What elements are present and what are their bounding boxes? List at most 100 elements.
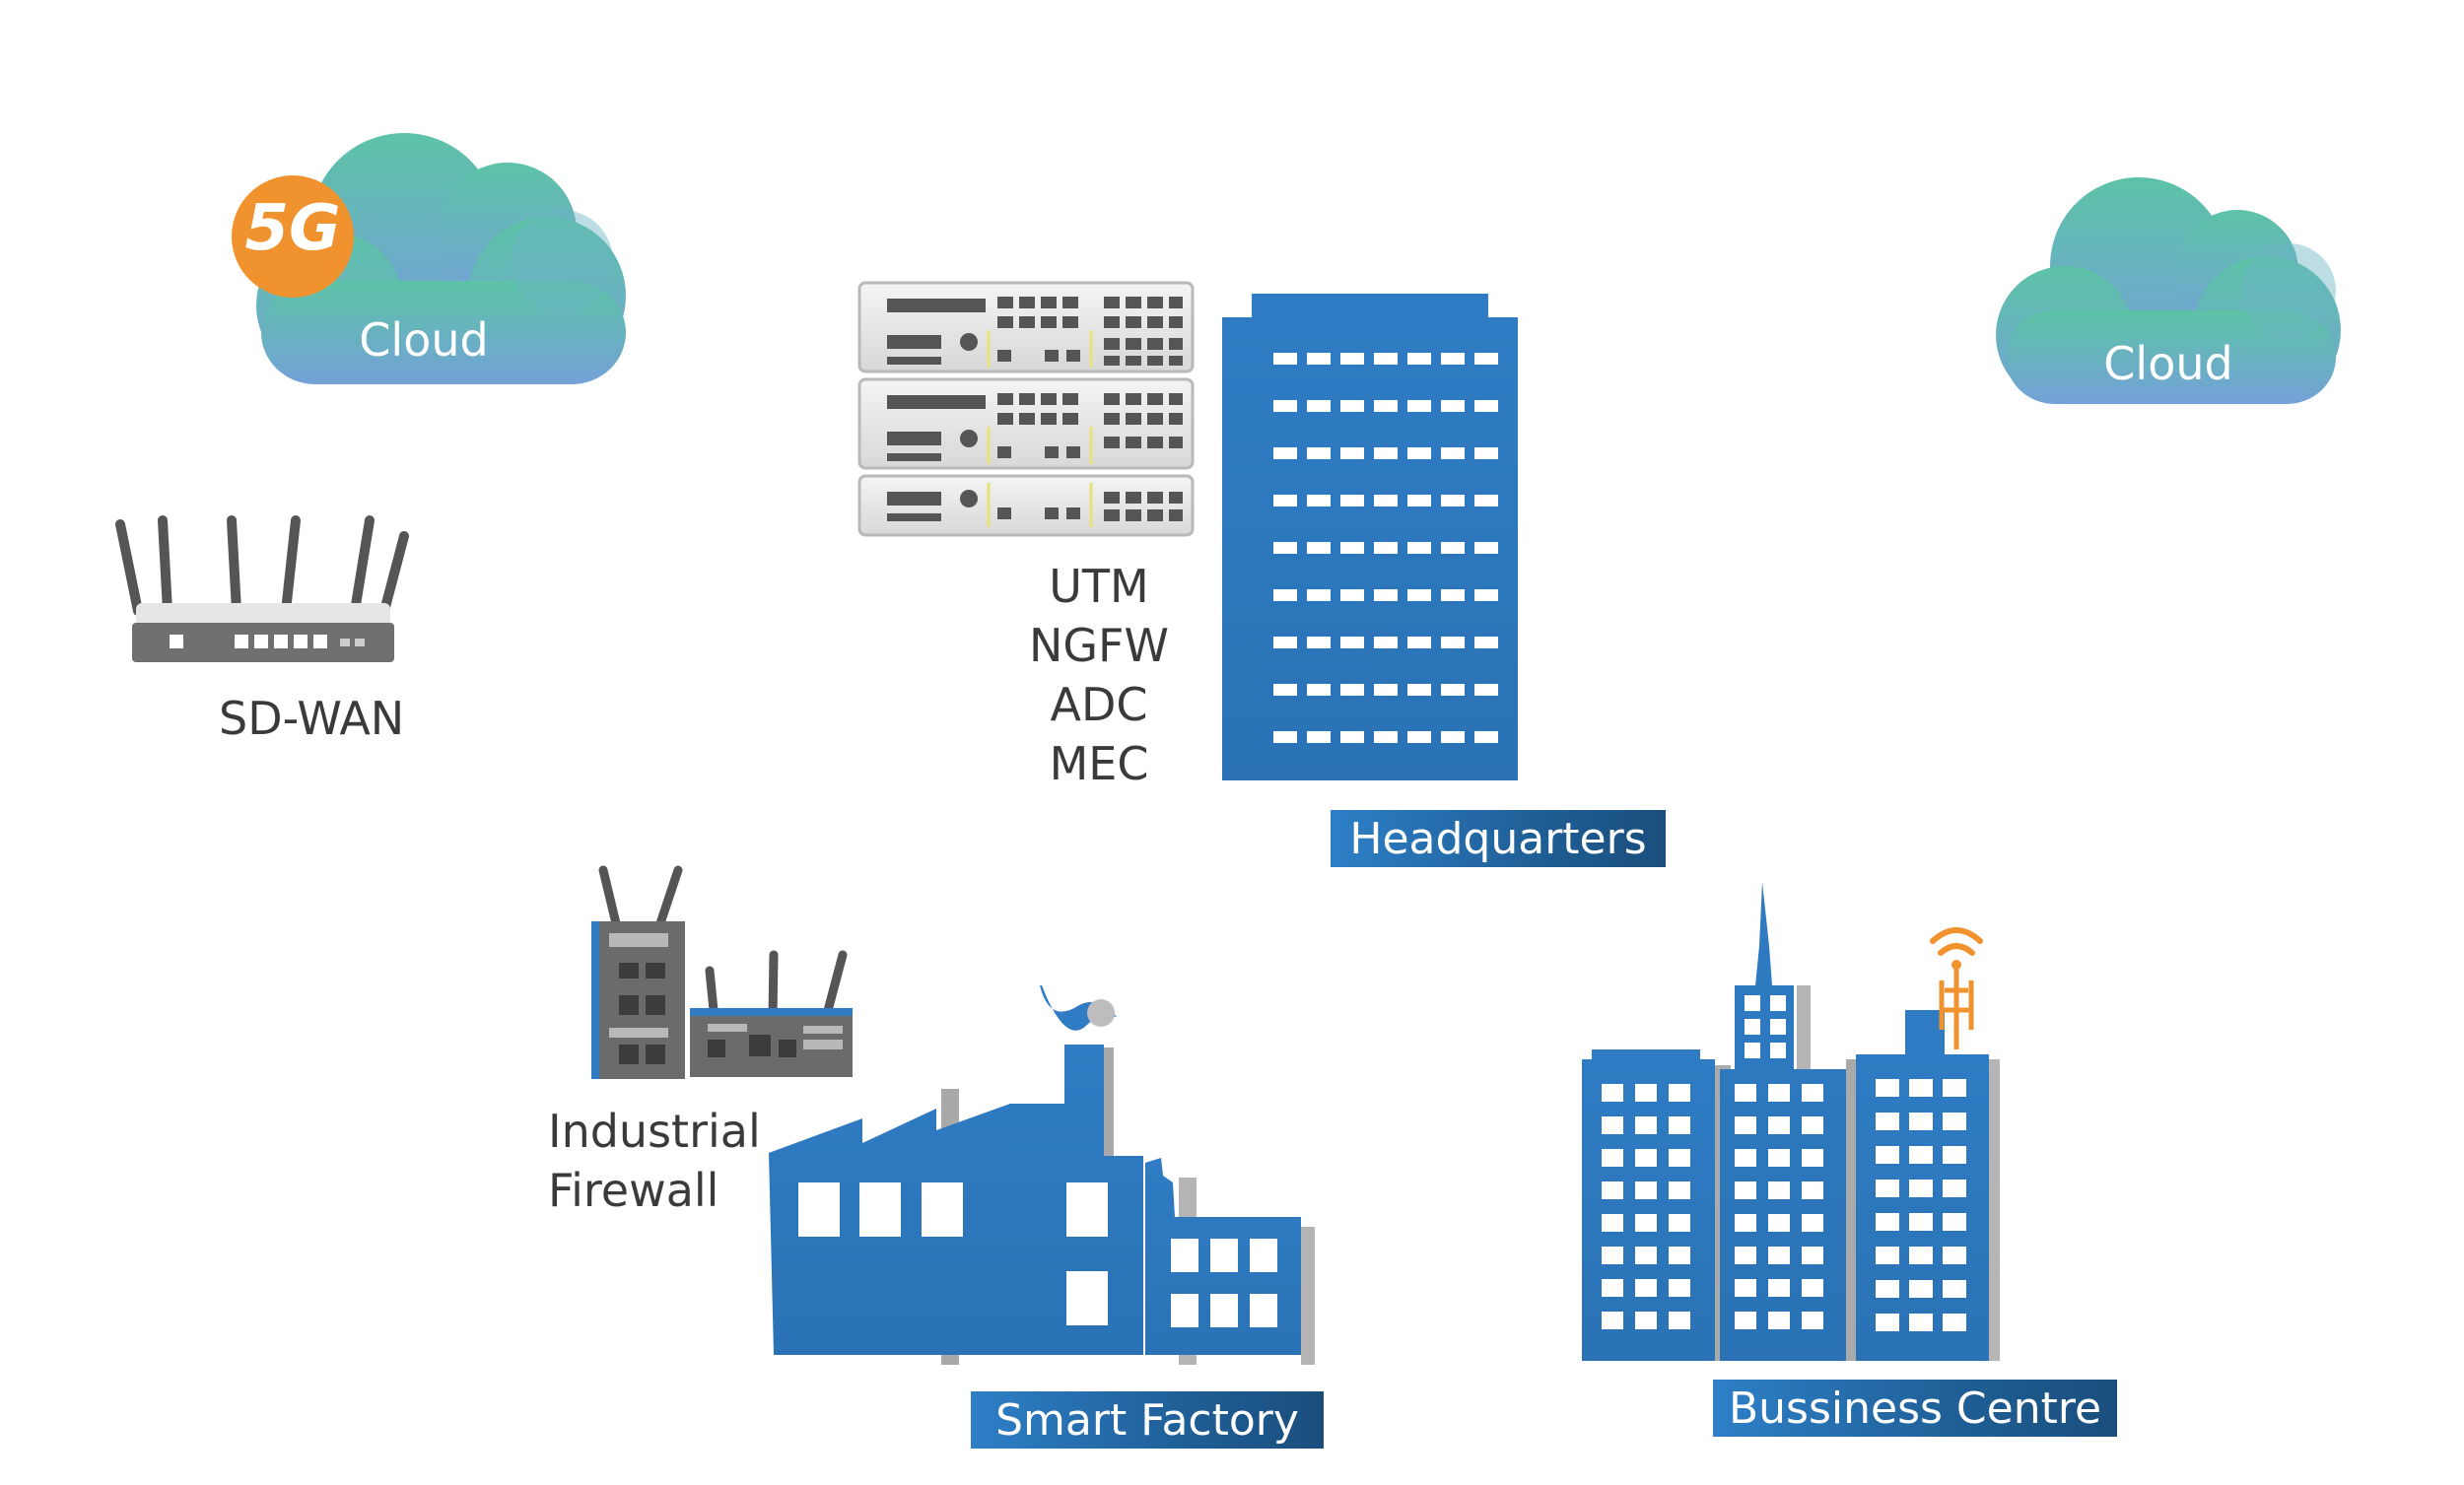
hq-window [1474, 684, 1498, 696]
hq-window [1273, 542, 1297, 554]
office-window [1602, 1279, 1623, 1297]
hq-window [1307, 353, 1331, 365]
office-window [1943, 1113, 1966, 1130]
hq-window [1374, 353, 1398, 365]
hq-window [1273, 495, 1297, 506]
hq-window [1374, 542, 1398, 554]
business-centre-tag: Bussiness Centre [1713, 1380, 2117, 1437]
office-window [1768, 1214, 1790, 1232]
hq-window [1273, 731, 1297, 743]
hq-window [1273, 447, 1297, 459]
office-window [1943, 1079, 1966, 1097]
hq-window [1407, 637, 1431, 648]
office-window [1943, 1314, 1966, 1331]
sdwan-router-icon [115, 515, 409, 662]
cloud-5g-label: Cloud [359, 313, 489, 367]
industrial-label-line2: Firewall [548, 1164, 719, 1217]
office-window [1768, 1084, 1790, 1102]
office-window [1669, 1181, 1690, 1199]
appliance-label-utm: UTM [1049, 560, 1149, 613]
hq-window [1407, 684, 1431, 696]
office-window [1635, 1312, 1657, 1329]
5g-badge-icon [232, 175, 354, 298]
hq-window [1407, 447, 1431, 459]
industrial-firewall-icon [591, 865, 853, 1079]
hq-window [1441, 731, 1465, 743]
hq-window [1307, 589, 1331, 601]
hq-window [1474, 731, 1498, 743]
office-window [1602, 1247, 1623, 1264]
office-window [1735, 1279, 1756, 1297]
office-window [1735, 1312, 1756, 1329]
office-window [1802, 1214, 1823, 1232]
hq-window [1374, 684, 1398, 696]
hq-window [1340, 447, 1364, 459]
appliance-label-adc: ADC [1050, 678, 1148, 731]
hq-window [1307, 400, 1331, 412]
office-window [1602, 1149, 1623, 1167]
office-window [1735, 1181, 1756, 1199]
hq-window [1441, 447, 1465, 459]
office-window [1802, 1312, 1823, 1329]
sdwan-label: SD-WAN [219, 692, 405, 745]
hq-window [1474, 353, 1498, 365]
hq-window [1307, 684, 1331, 696]
office-window [1802, 1149, 1823, 1167]
office-window [1770, 1043, 1786, 1058]
office-window [1943, 1146, 1966, 1164]
office-window [1876, 1314, 1899, 1331]
hq-window [1407, 353, 1431, 365]
hq-window [1441, 400, 1465, 412]
appliance-stack-icon [857, 281, 1195, 537]
office-window [1602, 1181, 1623, 1199]
hq-window [1273, 589, 1297, 601]
appliance-label-mec: MEC [1049, 737, 1149, 790]
hq-window [1407, 400, 1431, 412]
office-window [1669, 1116, 1690, 1134]
hq-window [1374, 589, 1398, 601]
office-window [1876, 1213, 1899, 1231]
hq-window [1307, 542, 1331, 554]
hq-window [1407, 731, 1431, 743]
office-window [1669, 1279, 1690, 1297]
office-window [1602, 1084, 1623, 1102]
office-window [1876, 1146, 1899, 1164]
hq-window [1441, 684, 1465, 696]
hq-window [1474, 400, 1498, 412]
appliance-label-ngfw: NGFW [1029, 619, 1169, 672]
office-window [1909, 1079, 1933, 1097]
hq-window [1273, 353, 1297, 365]
business-centre-icon [1582, 882, 2000, 1361]
hq-window [1407, 495, 1431, 506]
hq-window [1340, 637, 1364, 648]
office-window [1735, 1116, 1756, 1134]
office-window [1802, 1247, 1823, 1264]
office-window [1735, 1149, 1756, 1167]
office-window [1635, 1247, 1657, 1264]
hq-window [1407, 542, 1431, 554]
hq-window [1340, 542, 1364, 554]
office-window [1635, 1279, 1657, 1297]
hq-window [1474, 495, 1498, 506]
cloud-right-label: Cloud [2103, 337, 2233, 390]
office-window [1909, 1314, 1933, 1331]
hq-window [1340, 495, 1364, 506]
hq-window [1340, 400, 1364, 412]
office-window [1635, 1149, 1657, 1167]
hq-window [1407, 589, 1431, 601]
office-window [1768, 1279, 1790, 1297]
hq-window [1273, 637, 1297, 648]
office-window [1735, 1084, 1756, 1102]
office-window [1768, 1247, 1790, 1264]
office-window [1735, 1247, 1756, 1264]
office-window [1635, 1181, 1657, 1199]
hq-window [1441, 589, 1465, 601]
cloud-right-icon [1996, 177, 2341, 404]
office-window [1745, 995, 1760, 1011]
office-window [1768, 1149, 1790, 1167]
hq-window [1307, 731, 1331, 743]
5g-badge-text: 5G [244, 192, 341, 265]
office-window [1909, 1247, 1933, 1264]
hq-window [1340, 589, 1364, 601]
hq-window [1474, 542, 1498, 554]
